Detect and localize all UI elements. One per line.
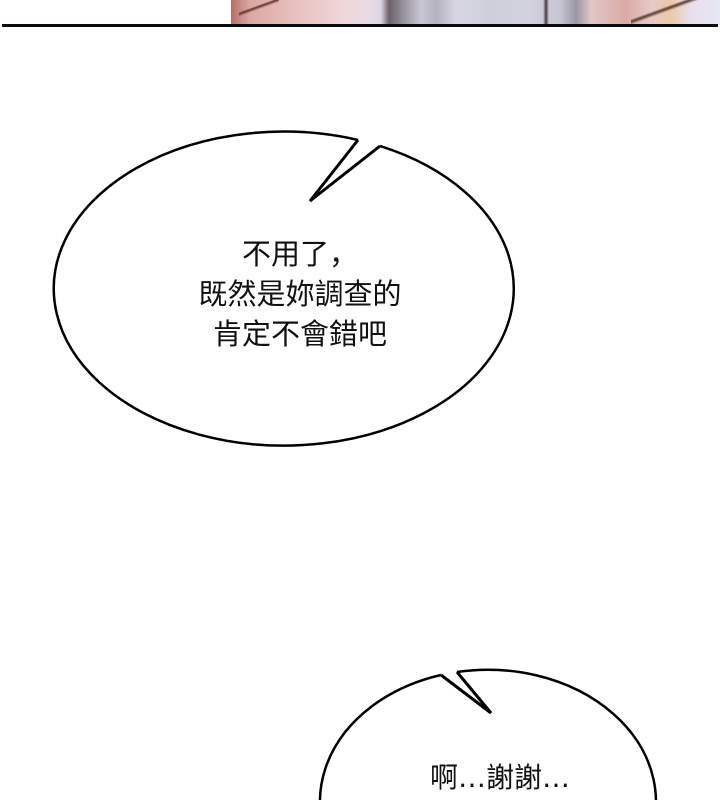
panel-border [2,24,718,27]
dialogue-line: 不用了， [241,237,358,271]
speech-bubble-1-text: 不用了， 既然是妳調查的 肯定不會錯吧 [150,234,450,354]
panel-streak [531,0,561,25]
panel-streak [631,0,711,25]
speech-bubble-2 [318,668,658,800]
panel-streak [239,0,279,25]
speech-bubble-2-text: 啊…謝謝… [380,760,620,796]
dialogue-line: 肯定不會錯吧 [212,317,387,351]
speech-bubble-1 [52,130,516,447]
top-panel-image [231,0,720,25]
dialogue-line: 啊…謝謝… [429,761,570,794]
dialogue-line: 既然是妳調查的 [198,277,402,311]
